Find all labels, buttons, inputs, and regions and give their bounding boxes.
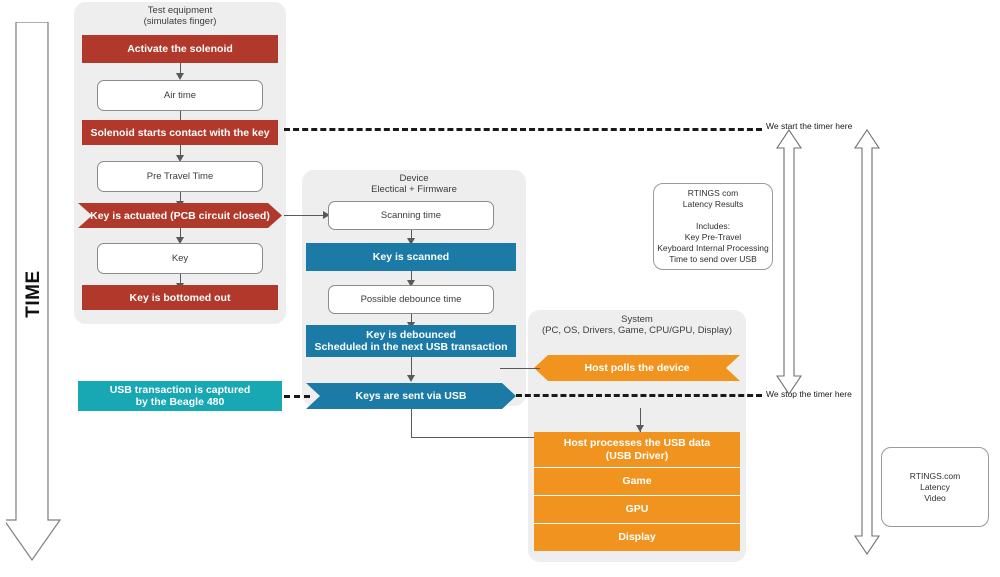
node-solenoid-starts-contact[interactable]: Solenoid starts contact with the key: [82, 120, 278, 145]
connector-down-to-driver: [640, 408, 641, 437]
connector-scanned-to-debounce: [411, 271, 412, 282]
lane-device-title: Device Electical + Firmware: [371, 173, 457, 195]
connector-arrowhead: [407, 375, 415, 382]
connector-debounced-to-usb: [411, 357, 412, 377]
lane-system-title: System (PC, OS, Drivers, Game, CPU/GPU, …: [541, 314, 733, 336]
start-timer-dashed-line: [284, 128, 762, 131]
stop-timer-dashed-line: [516, 394, 762, 397]
connector-activate-to-airtime: [180, 63, 181, 74]
connector-arrowhead: [176, 155, 184, 162]
connector-arrowhead: [176, 73, 184, 80]
connector-arrowhead: [636, 425, 644, 432]
node-activate-solenoid[interactable]: Activate the solenoid: [82, 35, 278, 63]
node-display[interactable]: Display: [534, 524, 740, 551]
node-host-processes-usb-data[interactable]: Host processes the USB data (USB Driver): [534, 432, 740, 468]
node-air-time[interactable]: Air time: [97, 80, 263, 111]
node-key-is-actuated[interactable]: Key is actuated (PCB circuit closed): [78, 203, 282, 228]
callout-latency-video: RTINGS.com Latency Video: [881, 447, 989, 527]
node-key-is-scanned[interactable]: Key is scanned: [306, 243, 516, 271]
connector-arrowhead: [407, 238, 415, 245]
node-host-polls-the-device[interactable]: Host polls the device: [534, 355, 740, 381]
connector-scanning-to-scanned: [411, 230, 412, 240]
connector-arrowhead: [407, 280, 415, 287]
system-stack: Host processes the USB data (USB Driver)…: [534, 432, 740, 551]
connector-usb-right: [411, 437, 641, 438]
node-usb-transaction-captured-label: USB transaction is captured by the Beagl…: [109, 384, 251, 408]
stop-timer-label: We stop the timer here: [766, 389, 852, 399]
node-gpu[interactable]: GPU: [534, 496, 740, 524]
node-key-is-debounced[interactable]: Key is debounced Scheduled in the next U…: [306, 325, 516, 357]
measure-arrow-latency-video: [852, 128, 882, 556]
connector-usb-down: [411, 409, 412, 437]
node-pre-travel-time[interactable]: Pre Travel Time: [97, 161, 263, 192]
connector-actuated-to-key: [180, 228, 181, 239]
time-axis-label: TIME: [23, 270, 44, 318]
node-usb-transaction-captured[interactable]: USB transaction is captured by the Beagl…: [78, 381, 282, 411]
connector-airtime-to-contact: [180, 111, 181, 122]
node-possible-debounce-time[interactable]: Possible debounce time: [328, 285, 494, 314]
connector-arrowhead: [323, 211, 330, 219]
connector-actuated-to-scanning: [284, 215, 324, 216]
lane-test-equipment-title: Test equipment (simulates finger): [143, 5, 217, 27]
connector-arrowhead: [176, 237, 184, 244]
time-axis-arrow: [6, 22, 62, 562]
node-keys-are-sent-via-usb[interactable]: Keys are sent via USB: [306, 383, 516, 409]
node-host-processes-label: Host processes the USB data (USB Driver): [563, 436, 711, 462]
start-timer-label: We start the timer here: [766, 121, 853, 131]
connector-beagle-to-usb: [284, 395, 310, 398]
connector-usb-to-host-polls: [500, 368, 540, 369]
connector-pretravel-to-actuated: [180, 192, 181, 203]
connector-contact-to-pretravel: [180, 145, 181, 156]
node-key-is-bottomed-out[interactable]: Key is bottomed out: [82, 285, 278, 310]
node-key-is-debounced-label: Key is debounced Scheduled in the next U…: [314, 329, 508, 353]
node-scanning-time[interactable]: Scanning time: [328, 201, 494, 230]
measure-arrow-latency-results: [774, 128, 804, 396]
node-key[interactable]: Key: [97, 243, 263, 274]
connector-debounce-to-debounced: [411, 314, 412, 324]
node-game[interactable]: Game: [534, 468, 740, 496]
connector-key-to-bottomed: [180, 274, 181, 285]
callout-latency-results: RTINGS com Latency Results Includes: Key…: [653, 183, 773, 270]
